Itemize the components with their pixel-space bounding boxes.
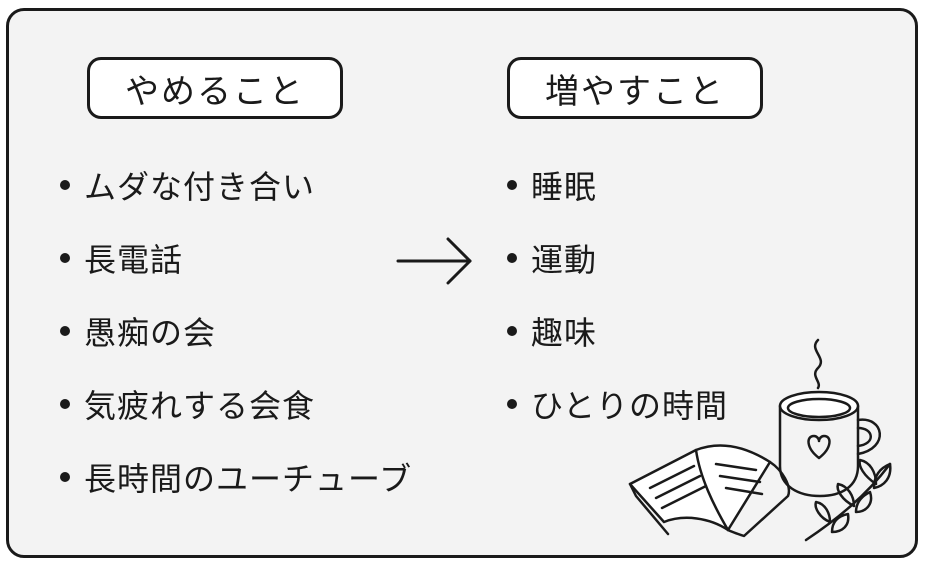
increase-list-item: 趣味 [505, 294, 728, 367]
stop-item-label: 気疲れする会食 [84, 386, 316, 425]
bullet-icon [507, 398, 517, 409]
bullet-icon [60, 471, 70, 482]
bullet-icon [507, 325, 517, 336]
stop-item-label: 長電話 [84, 240, 184, 279]
increase-list-item: ひとりの時間 [505, 367, 728, 440]
increase-list-item: 運動 [505, 221, 728, 294]
stop-list-item: 長電話 [58, 221, 412, 294]
bullet-icon [60, 252, 70, 263]
stop-heading: やめること [87, 57, 343, 119]
increase-heading-label: 増やすこと [545, 71, 725, 112]
stop-list-item: ムダな付き合い [58, 148, 412, 221]
increase-heading: 増やすこと [507, 57, 763, 119]
increase-item-label: 趣味 [531, 313, 598, 352]
increase-list: 睡眠 運動 趣味 ひとりの時間 [505, 148, 728, 440]
right-arrow-icon [396, 237, 472, 285]
stop-list-item: 気疲れする会食 [58, 367, 412, 440]
bullet-icon [507, 179, 517, 190]
bullet-icon [60, 398, 70, 409]
stop-item-label: ムダな付き合い [84, 167, 316, 206]
stop-item-label: 愚痴の会 [84, 313, 217, 352]
increase-item-label: 睡眠 [531, 167, 598, 206]
increase-list-item: 睡眠 [505, 148, 728, 221]
bullet-icon [60, 325, 70, 336]
stop-list-item: 愚痴の会 [58, 294, 412, 367]
coffee-mug-and-book-icon [628, 338, 892, 542]
stop-item-label: 長時間のユーチューブ [84, 459, 413, 498]
increase-item-label: 運動 [531, 240, 598, 279]
stop-list-item: 長時間のユーチューブ [58, 440, 412, 513]
increase-item-label: ひとりの時間 [531, 386, 729, 425]
stop-list: ムダな付き合い 長電話 愚痴の会 気疲れする会食 長時間のユーチューブ [58, 148, 412, 513]
bullet-icon [60, 179, 70, 190]
stop-heading-label: やめること [125, 71, 305, 112]
bullet-icon [507, 252, 517, 263]
